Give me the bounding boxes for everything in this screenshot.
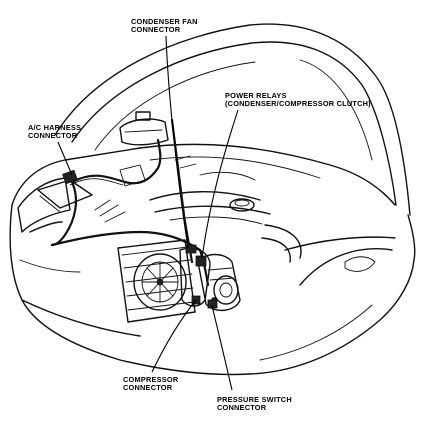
hood <box>54 23 411 216</box>
leader-pressure-switch <box>211 305 233 391</box>
leader-power-relays <box>201 109 239 259</box>
compressor-connector-line1: COMPRESSOR <box>123 375 179 384</box>
ac-harness-connector-line2: CONNECTOR <box>28 131 78 141</box>
pressure-switch-connector-label: PRESSURE SWITCH CONNECTOR <box>217 395 292 413</box>
pressure-switch-connector-line1: PRESSURE SWITCH <box>217 395 292 404</box>
wiring-harness <box>50 118 218 309</box>
condenser-fan-connector-line2: CONNECTOR <box>131 25 181 35</box>
pressure-switch-connector-line2: CONNECTOR <box>217 403 267 413</box>
power-relays-line2: (CONDENSER/COMPRESSOR CLUTCH) <box>225 99 371 109</box>
engine-components <box>37 111 302 263</box>
condenser-fan-assembly <box>117 239 211 323</box>
leader-compressor <box>151 299 197 373</box>
compressor-connector-label: COMPRESSOR CONNECTOR <box>123 375 179 393</box>
compressor-connector-line2: CONNECTOR <box>123 383 173 393</box>
ac-harness-connector-label: A/C HARNESS CONNECTOR <box>28 123 82 141</box>
leader-lines <box>57 35 239 391</box>
condenser-fan-connector-label: CONDENSER FAN CONNECTOR <box>131 17 198 35</box>
car-body <box>9 143 416 376</box>
ac-harness-connector-line1: A/C HARNESS <box>28 123 82 132</box>
condenser-fan-connector-line1: CONDENSER FAN <box>131 17 198 26</box>
power-relays-line1: POWER RELAYS <box>225 91 287 100</box>
leader-ac-harness <box>57 141 73 176</box>
power-relays-label: POWER RELAYS (CONDENSER/COMPRESSOR CLUTC… <box>225 91 371 109</box>
leader-condenser-fan <box>165 35 189 249</box>
